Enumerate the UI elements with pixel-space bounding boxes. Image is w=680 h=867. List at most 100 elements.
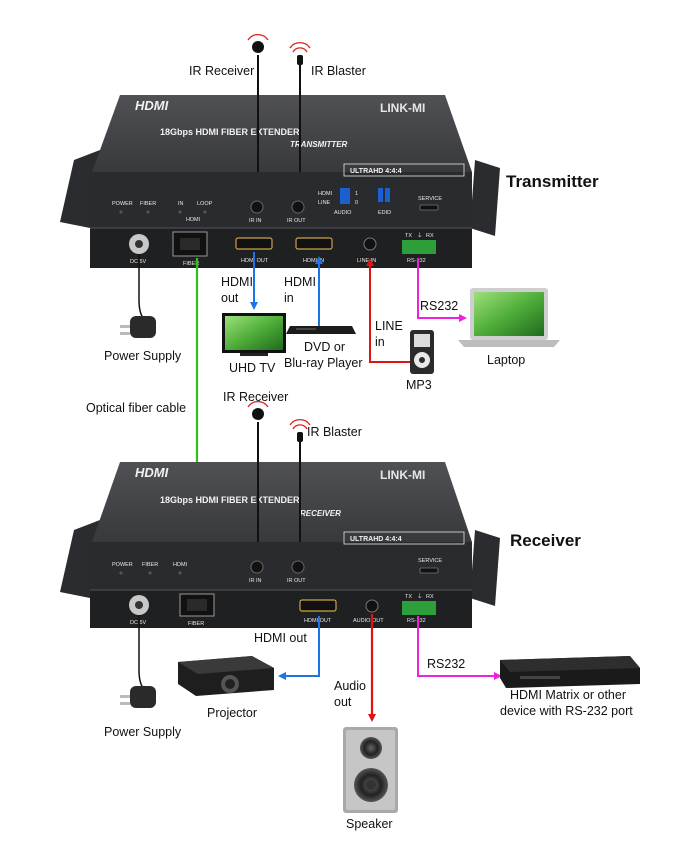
hdmi-logo: HDMI bbox=[135, 98, 169, 113]
tx-pin-label: TX bbox=[405, 233, 412, 239]
tx-ir-blaster: IR Blaster bbox=[289, 42, 366, 172]
mp3-label: MP3 bbox=[406, 378, 432, 392]
tx-rs232-label: RS232 bbox=[420, 299, 458, 313]
receiver-top bbox=[92, 462, 472, 542]
switch-line-label: LINE bbox=[318, 200, 331, 206]
tx-rs232-arrow bbox=[417, 258, 467, 322]
transmitter-title: Transmitter bbox=[506, 172, 599, 191]
tx-power-supply-label: Power Supply bbox=[104, 349, 182, 363]
tx-line-in-label-2: in bbox=[375, 335, 385, 349]
rx-rs232-arrow bbox=[417, 616, 502, 680]
loop-label: LOOP bbox=[197, 201, 213, 207]
tx-hdmi-in-label-1: HDMI bbox=[284, 275, 316, 289]
rs232-port-label: RS-232 bbox=[407, 618, 426, 624]
line-in-label: LINE IN bbox=[357, 258, 376, 264]
ir-out-jack bbox=[291, 200, 305, 214]
switch-hdmi-label: HDMI bbox=[318, 191, 333, 197]
service-label: SERVICE bbox=[418, 196, 442, 202]
fiber-port-label: FIBER bbox=[188, 621, 204, 627]
rs232-terminal bbox=[402, 601, 436, 615]
service-port bbox=[419, 204, 439, 211]
device-title: 18Gbps HDMI FIBER EXTENDER bbox=[160, 127, 300, 137]
hdmi-out-port-label: HDMI OUT bbox=[304, 618, 332, 624]
edid-switch-1 bbox=[378, 188, 383, 202]
rx-rs232-label: RS232 bbox=[427, 657, 465, 671]
service-port bbox=[419, 567, 439, 574]
line-in-arrow bbox=[366, 258, 410, 363]
power-led bbox=[119, 210, 123, 214]
audio-switch-label: AUDIO bbox=[334, 210, 352, 216]
brand-logo: LINK-MI bbox=[380, 101, 425, 115]
projector: Projector bbox=[178, 656, 274, 720]
device-subtitle: RECEIVER bbox=[300, 509, 341, 518]
hdmi-led-label: HDMI bbox=[186, 217, 201, 223]
transmitter-top bbox=[92, 95, 472, 172]
audio-dip-switch bbox=[340, 188, 350, 204]
fiber-led-label: FIBER bbox=[140, 201, 156, 207]
uhd-badge: ULTRAHD 4:4:4 bbox=[350, 168, 402, 175]
ir-blaster-icon bbox=[297, 432, 303, 442]
hdmi-matrix: HDMI Matrix or other device with RS-232 … bbox=[500, 656, 640, 718]
rs232-port-label: RS-232 bbox=[407, 258, 426, 264]
uhd-tv: UHD TV bbox=[222, 313, 286, 375]
power-label: POWER bbox=[112, 201, 133, 207]
device-title: 18Gbps HDMI FIBER EXTENDER bbox=[160, 495, 300, 505]
rx-ir-blaster: IR Blaster bbox=[289, 419, 362, 542]
rx-power-supply-label: Power Supply bbox=[104, 725, 182, 739]
hdmi-led-label: HDMI bbox=[173, 562, 188, 568]
rx-pin-label: RX bbox=[426, 233, 434, 239]
power-adapter-icon bbox=[130, 686, 156, 708]
ir-blaster-icon bbox=[297, 55, 303, 65]
mp3-player: MP3 bbox=[406, 330, 434, 392]
laptop: Laptop bbox=[458, 288, 560, 367]
dvd-label-2: Blu-ray Player bbox=[284, 356, 363, 370]
transmitter-unit: HDMI LINK-MI 18Gbps HDMI FIBER EXTENDER … bbox=[60, 95, 500, 268]
edid-label: EDID bbox=[378, 210, 391, 216]
uhd-badge-frame bbox=[343, 531, 465, 545]
fiber-led-label: FIBER bbox=[142, 562, 158, 568]
uhd-badge: ULTRAHD 4:4:4 bbox=[350, 536, 402, 543]
projector-label: Projector bbox=[207, 706, 257, 720]
rx-power-supply: Power Supply bbox=[104, 615, 182, 739]
ir-in-jack bbox=[250, 200, 264, 214]
dvd-label-1: DVD or bbox=[304, 340, 345, 354]
power-label: POWER bbox=[112, 562, 133, 568]
gnd-pin-label: ⏚ bbox=[417, 593, 423, 600]
ir-receiver-icon bbox=[252, 408, 264, 420]
rx-ir-blaster-label: IR Blaster bbox=[307, 425, 362, 439]
hdmi-out-port bbox=[299, 599, 337, 612]
dvd-player: DVD or Blu-ray Player bbox=[284, 326, 363, 370]
tx-hdmi-out-label-1: HDMI bbox=[221, 275, 253, 289]
hdmi-out-port bbox=[235, 237, 273, 250]
fiber-led bbox=[148, 571, 152, 575]
loop-led bbox=[203, 210, 207, 214]
ir-out-label: IR OUT bbox=[287, 218, 306, 224]
line-in-jack bbox=[363, 237, 377, 251]
edid-switch-2 bbox=[385, 188, 390, 202]
transmitter-front-panel bbox=[90, 172, 472, 228]
ir-in-label: IR IN bbox=[249, 578, 262, 584]
hdmi-in-port-label: HDMI IN bbox=[303, 258, 324, 264]
switch-1-label: 1 bbox=[355, 191, 358, 197]
right-mounting-ear bbox=[470, 530, 500, 606]
fiber-led bbox=[146, 210, 150, 214]
power-led bbox=[119, 571, 123, 575]
right-mounting-ear bbox=[470, 160, 500, 236]
audio-out-jack bbox=[365, 599, 379, 613]
tx-hdmi-in-label-2: in bbox=[284, 291, 294, 305]
ir-in-jack bbox=[250, 560, 264, 574]
matrix-label-1: HDMI Matrix or other bbox=[510, 688, 626, 702]
receiver-unit: HDMI LINK-MI 18Gbps HDMI FIBER EXTENDER … bbox=[60, 462, 500, 628]
rx-pin-label: RX bbox=[426, 594, 434, 600]
rx-hdmi-out-arrow bbox=[278, 616, 320, 680]
service-label: SERVICE bbox=[418, 558, 442, 564]
device-subtitle: TRANSMITTER bbox=[290, 140, 348, 149]
rx-ir-receiver: IR Receiver bbox=[223, 390, 288, 542]
hdmi-logo: HDMI bbox=[135, 465, 169, 480]
tx-line-in-label-1: LINE bbox=[375, 319, 403, 333]
tx-pin-label: TX bbox=[405, 594, 412, 600]
matrix-label-2: device with RS-232 port bbox=[500, 704, 633, 718]
speaker-label: Speaker bbox=[346, 817, 393, 831]
